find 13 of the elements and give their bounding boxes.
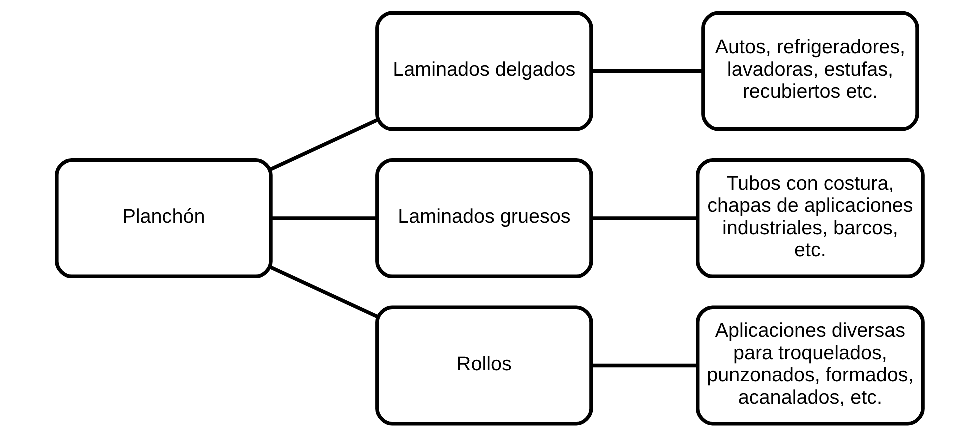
connector — [591, 216, 697, 220]
node-box: Autos, refrigeradores, lavadoras, estufas, recubiertos etc. — [701, 11, 919, 132]
connector — [270, 216, 377, 220]
node-box: Rollos — [375, 306, 593, 426]
node-box: Laminados gruesos — [375, 158, 593, 278]
node-box: Aplicaciones diversas para troquelados, punzonados, formados, acanalados, etc. — [696, 306, 924, 426]
node-box: Planchón — [54, 158, 272, 278]
connector — [270, 118, 378, 172]
connector — [270, 266, 378, 318]
connector — [591, 364, 697, 368]
node-box: Tubos con costura, chapas de aplicaciones industriales, barcos, etc. — [696, 158, 924, 278]
node-box: Laminados delgados — [375, 11, 593, 132]
connector — [591, 69, 703, 74]
